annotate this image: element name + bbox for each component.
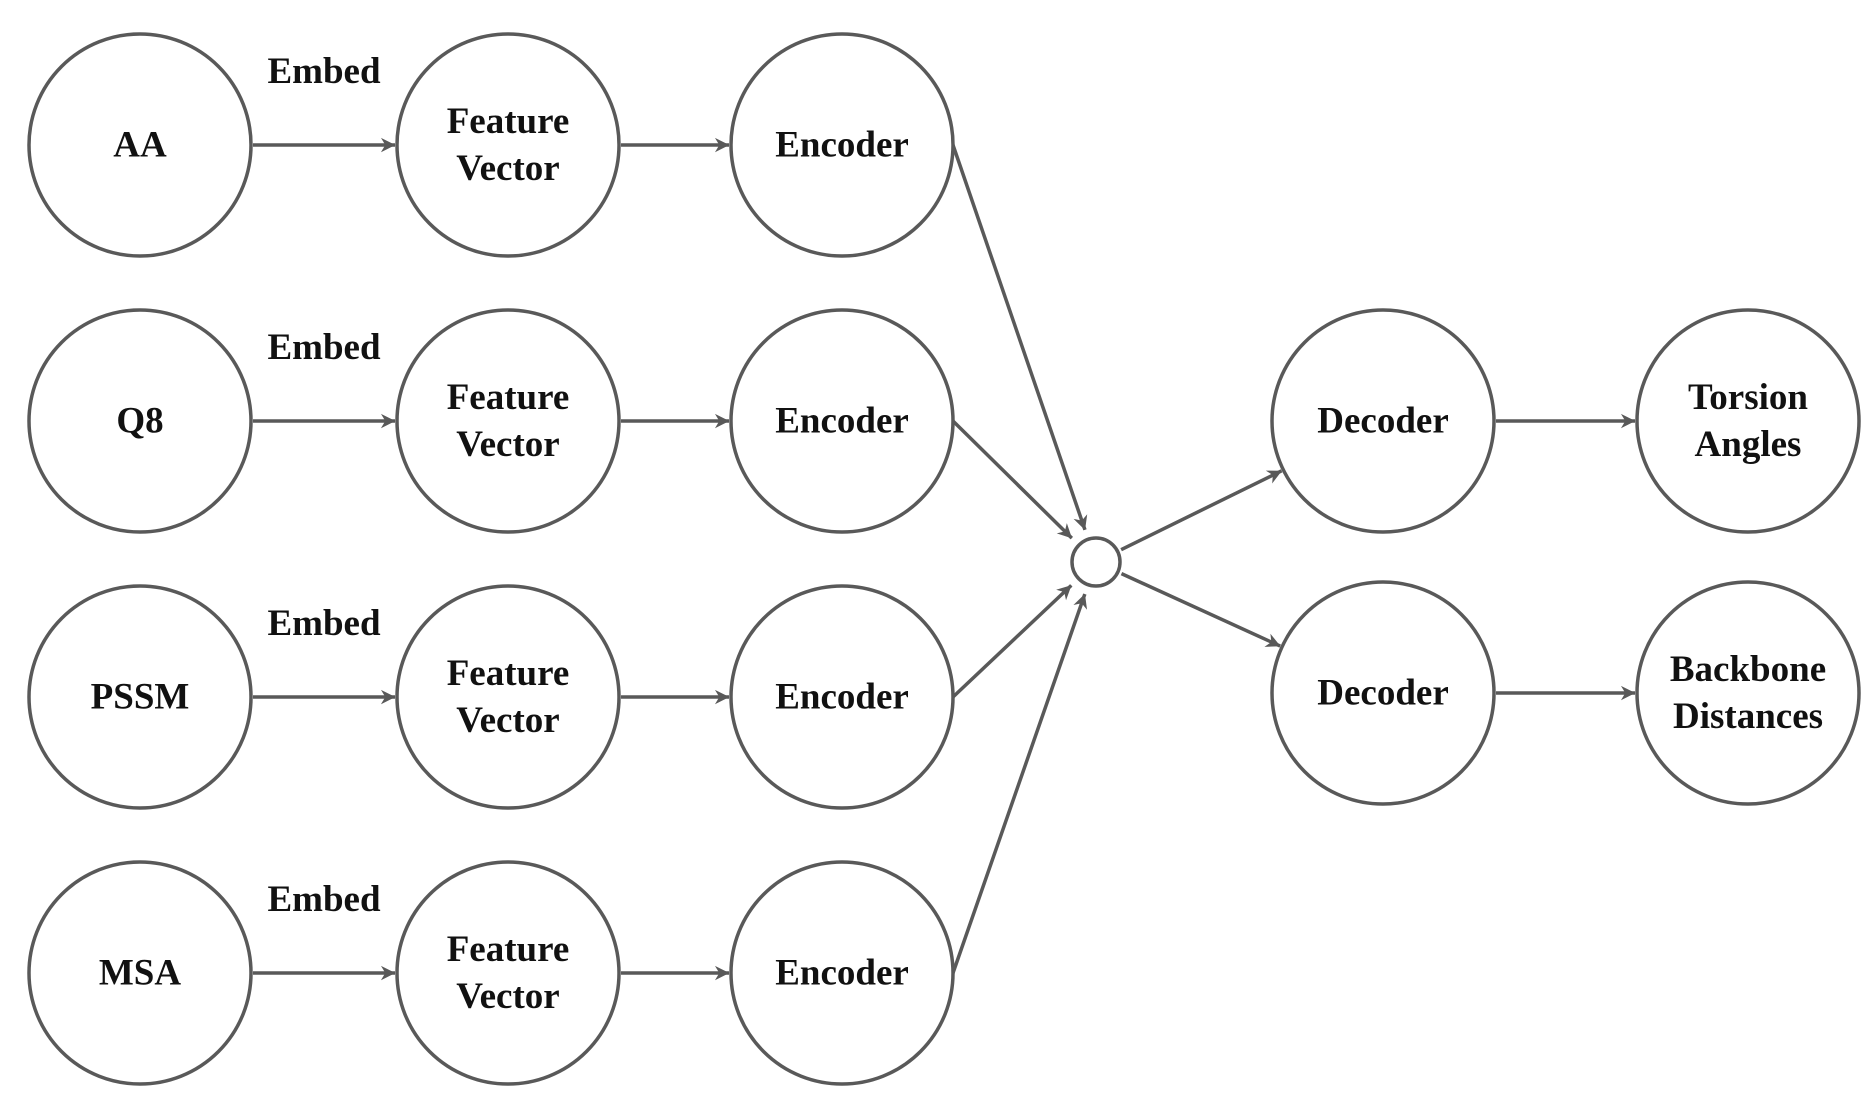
junction-to-decoder-arrow-backbone [1120,572,1281,648]
embed-label-msa: Embed [267,879,381,920]
encoder-node-pssm: Encoder [729,584,955,810]
encoder-node-pssm-label: Encoder [775,677,909,718]
encoder-to-junction-arrow-aa [951,144,1088,531]
encoder-node-pssm-circle [729,584,955,810]
merge-junction [1070,536,1122,588]
decoder-node-torsion-label: Decoder [1317,401,1449,442]
encoder-node-msa-label: Encoder [775,953,909,994]
encoder-node-aa-circle [729,32,955,258]
output-node-backbone-circle [1635,580,1861,806]
input-node-aa-circle [27,32,253,258]
encoder-to-junction-arrow-msa [951,593,1088,974]
decoder-node-backbone-circle [1270,580,1496,806]
output-node-torsion-label: Angles [1695,424,1802,465]
encoder-to-junction-arrow-pssm [951,584,1073,699]
encoder-node-aa: Encoder [729,32,955,258]
encoder-node-msa: Encoder [729,860,955,1086]
embed-label-pssm: Embed [267,603,381,644]
input-node-pssm-label: PSSM [91,677,190,718]
feature-vector-node-q8-circle [395,308,621,534]
encoder-node-q8: Encoder [729,308,955,534]
decoder-node-backbone-label: Decoder [1317,673,1449,714]
decoder-node-backbone: Decoder [1270,580,1496,806]
junction-to-decoder-arrow-torsion [1120,469,1283,552]
feature-vector-node-pssm-label: Vector [456,700,559,741]
encoder-node-q8-label: Encoder [775,401,909,442]
feature-vector-node-aa-label: Feature [447,101,570,142]
input-node-msa-circle [27,860,253,1086]
feature-vector-node-q8-label: Feature [447,377,570,418]
encoder-node-q8-circle [729,308,955,534]
feature-vector-node-msa-label: Vector [456,976,559,1017]
input-node-pssm: PSSM [27,584,253,810]
input-node-msa: MSA [27,860,253,1086]
output-node-torsion-label: Torsion [1688,377,1808,418]
input-node-q8: Q8 [27,308,253,534]
feature-vector-node-aa-circle [395,32,621,258]
feature-vector-node-msa-circle [395,860,621,1086]
input-node-q8-circle [27,308,253,534]
decoder-node-torsion-circle [1270,308,1496,534]
decoder-node-torsion: Decoder [1270,308,1496,534]
output-node-backbone-label: Backbone [1670,649,1826,690]
input-node-aa-label: AA [113,125,167,166]
feature-vector-node-msa-label: Feature [447,929,570,970]
encoder-node-aa-label: Encoder [775,125,909,166]
nodes-layer: AAFeatureVectorEncoderQ8FeatureVectorEnc… [27,32,1861,1086]
encoder-node-msa-circle [729,860,955,1086]
encoder-to-junction-arrow-q8 [951,419,1074,540]
output-node-backbone-label: Distances [1673,696,1823,737]
embed-label-aa: Embed [267,51,381,92]
input-node-q8-label: Q8 [116,401,163,442]
feature-vector-node-pssm-circle [395,584,621,810]
input-node-msa-label: MSA [99,953,182,994]
input-node-pssm-circle [27,584,253,810]
output-node-torsion-circle [1635,308,1861,534]
embed-label-q8: Embed [267,327,381,368]
feature-vector-node-pssm-label: Feature [447,653,570,694]
feature-vector-node-q8-label: Vector [456,424,559,465]
input-node-aa: AA [27,32,253,258]
feature-vector-node-aa-label: Vector [456,148,559,189]
